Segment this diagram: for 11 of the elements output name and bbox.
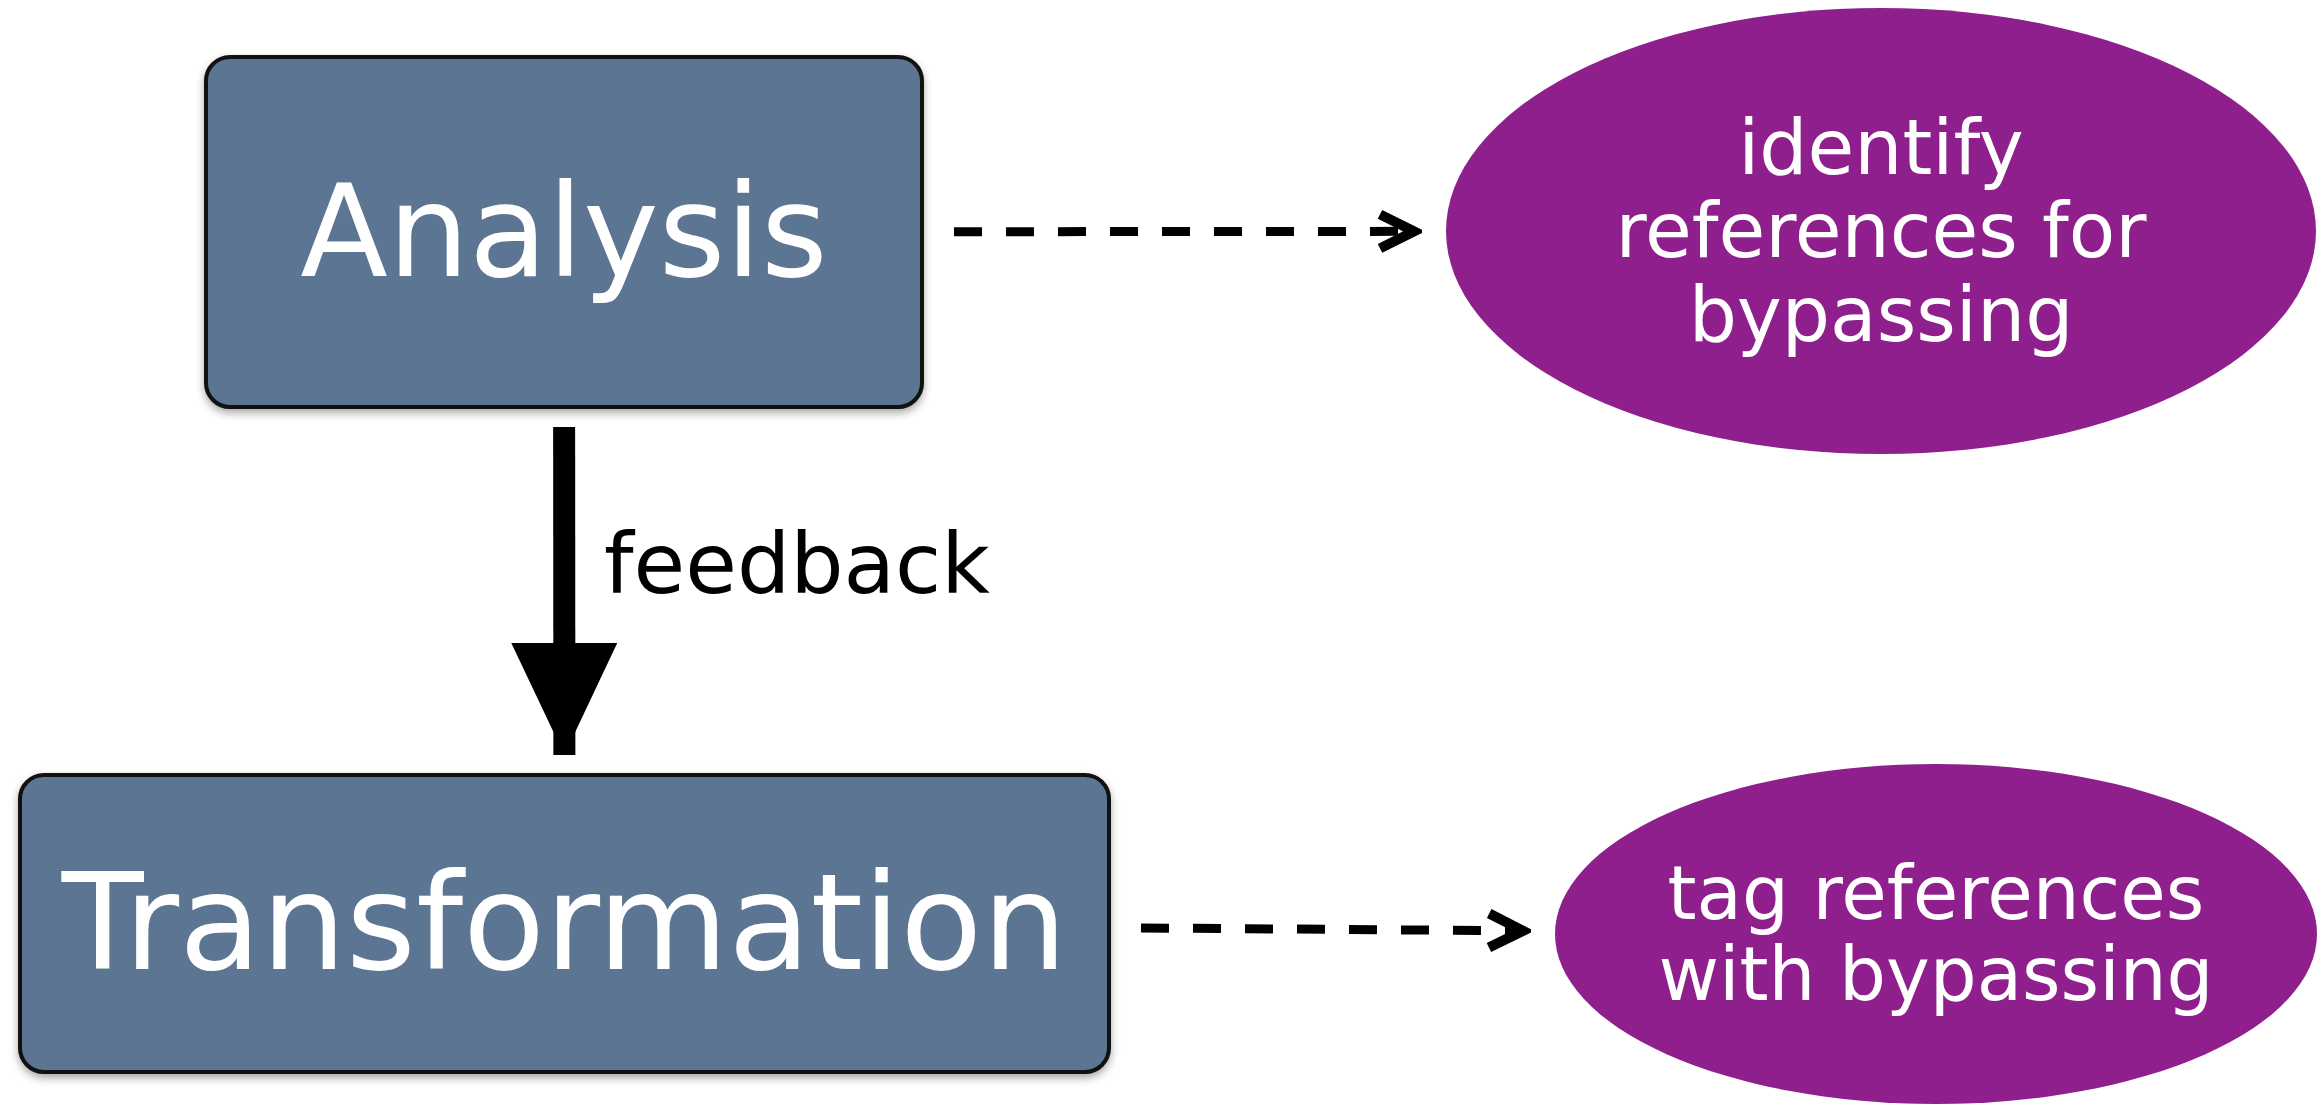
- node-label: Analysis: [300, 161, 828, 303]
- result-ellipse: [1444, 6, 2318, 456]
- node-label: tag references with bypassing: [1657, 852, 2215, 1016]
- node-label: identify references for bypassing: [1614, 105, 2148, 357]
- node-label: Transformation: [61, 849, 1068, 998]
- arrow: [954, 209, 1419, 254]
- process-box: [204, 55, 924, 409]
- result-ellipse: [1553, 762, 2319, 1106]
- arrow: [511, 427, 618, 755]
- process-box: [18, 773, 1111, 1074]
- arrow: [1140, 908, 1529, 953]
